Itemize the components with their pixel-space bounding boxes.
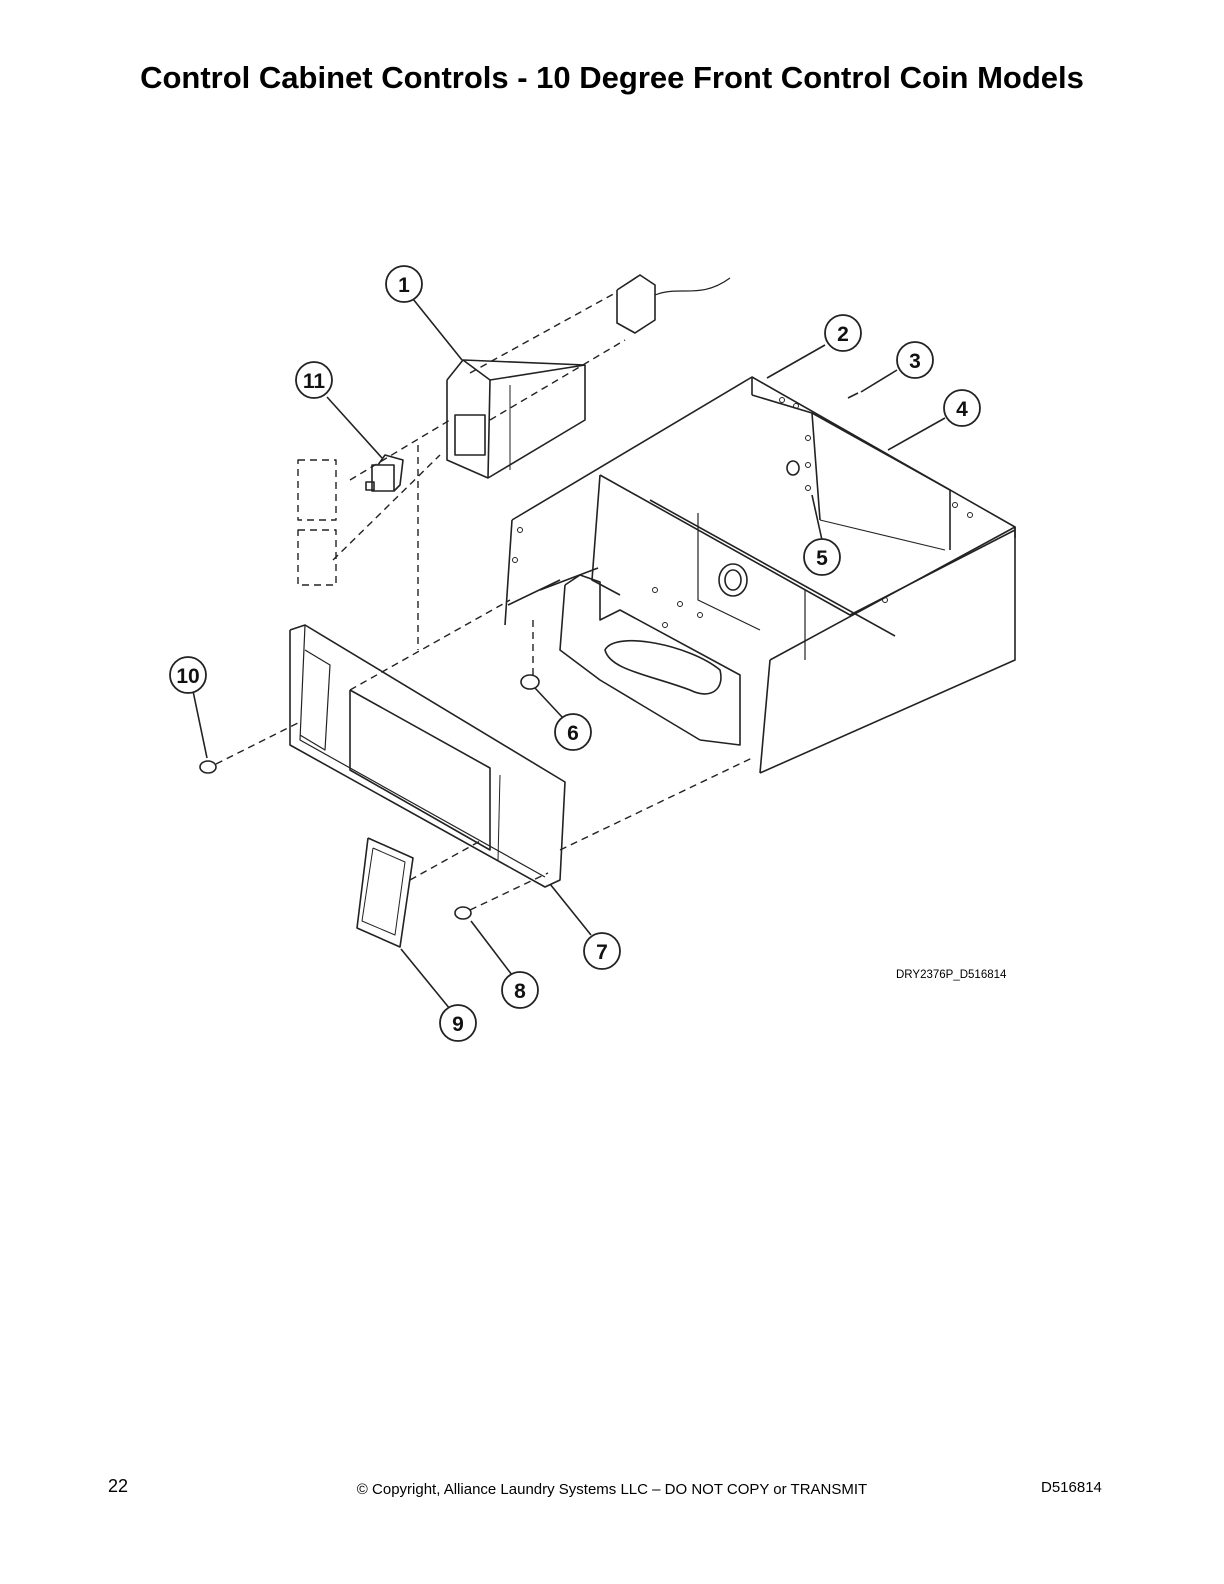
callout-7 [583, 932, 621, 970]
callout-9 [439, 1004, 477, 1042]
callout-5 [803, 538, 841, 576]
document-code: D516814 [1041, 1479, 1102, 1496]
figure-id: DRY2376P_D516814 [896, 969, 1007, 981]
coin-drop-assembly [446, 274, 731, 479]
callout-label-9: 9 [452, 1013, 464, 1036]
callout-2 [824, 314, 862, 352]
front-control-panel [289, 624, 566, 888]
callout-8 [501, 971, 539, 1009]
callout-label-5: 5 [816, 547, 828, 570]
callout-label-2: 2 [837, 323, 849, 346]
callout-label-6: 6 [567, 722, 579, 745]
callout-label-1: 1 [398, 274, 410, 297]
screws [199, 392, 859, 920]
explode-lines [215, 291, 753, 911]
callout-10 [169, 656, 207, 694]
callout-label-10: 10 [176, 665, 199, 688]
callout-label-11: 11 [303, 370, 326, 393]
switch-part [365, 454, 404, 492]
callout-label-8: 8 [514, 980, 526, 1003]
callout-4 [943, 389, 981, 427]
callout-6 [554, 713, 592, 751]
page-title: Control Cabinet Controls - 10 Degree Fro… [140, 60, 1084, 95]
page-number: 22 [108, 1476, 129, 1496]
control-cabinet-box [504, 376, 1016, 774]
overlay-decal [356, 837, 414, 948]
callout-11 [295, 361, 333, 399]
callout-label-4: 4 [956, 398, 968, 421]
callout-3 [896, 341, 934, 379]
callout-label-3: 3 [909, 350, 921, 373]
leader-lines [192, 298, 946, 1010]
copyright-notice: © Copyright, Alliance Laundry Systems LL… [356, 1481, 868, 1498]
callout-1 [385, 265, 423, 303]
callout-label-7: 7 [596, 941, 608, 964]
